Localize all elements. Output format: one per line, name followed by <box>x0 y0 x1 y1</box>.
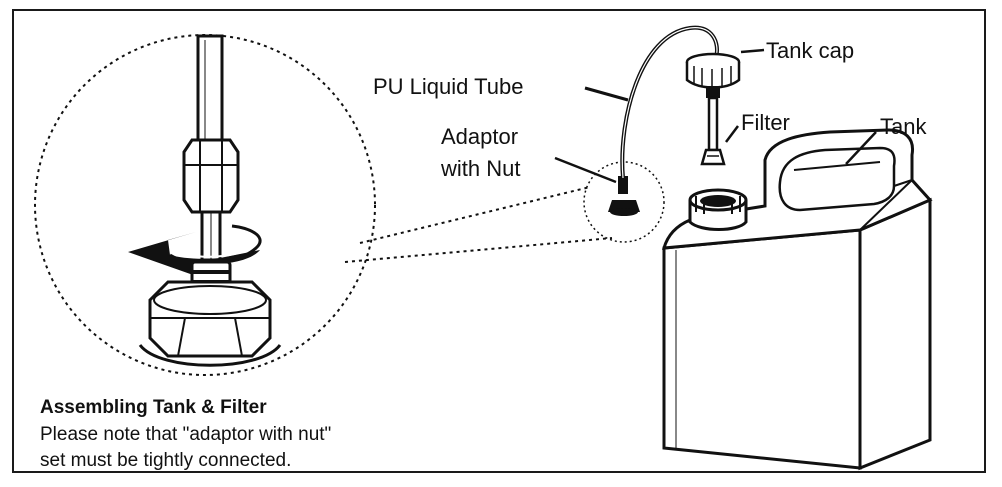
filter <box>700 96 726 166</box>
leader-tank <box>845 131 877 165</box>
caption-line1: Please note that "adaptor with nut" <box>40 424 331 445</box>
detail-zoom <box>34 34 613 376</box>
adaptor-closeup <box>583 161 665 243</box>
zoom-connector-top <box>359 186 591 244</box>
detail-hex-base <box>138 280 282 367</box>
zoom-connector-bottom <box>344 237 613 263</box>
curved-arrow-icon <box>128 224 262 276</box>
tank <box>661 128 933 471</box>
caption-line2: set must be tightly connected. <box>40 450 291 471</box>
diagram-frame <box>12 9 986 473</box>
label-filter: Filter <box>741 110 790 135</box>
adaptor-circle <box>583 161 665 243</box>
tank-cap <box>685 52 741 98</box>
leader-tank-cap <box>740 48 765 54</box>
leader-filter <box>725 125 739 143</box>
pu-liquid-tube <box>620 25 719 179</box>
detail-tube-lower <box>200 210 222 262</box>
leader-pu-tube <box>584 86 629 102</box>
leader-adaptor <box>554 156 617 184</box>
label-adaptor-line2: with Nut <box>440 156 520 181</box>
detail-tube <box>196 34 224 148</box>
label-tank-cap: Tank cap <box>766 38 854 63</box>
label-pu-tube: PU Liquid Tube <box>373 74 523 99</box>
detail-hex-nut <box>182 138 240 214</box>
label-adaptor-line1: Adaptor <box>441 124 518 149</box>
label-tank: Tank <box>880 114 927 139</box>
adaptor-nut <box>618 176 628 194</box>
caption-title: Assembling Tank & Filter <box>40 397 267 418</box>
leader-lines <box>554 48 877 184</box>
